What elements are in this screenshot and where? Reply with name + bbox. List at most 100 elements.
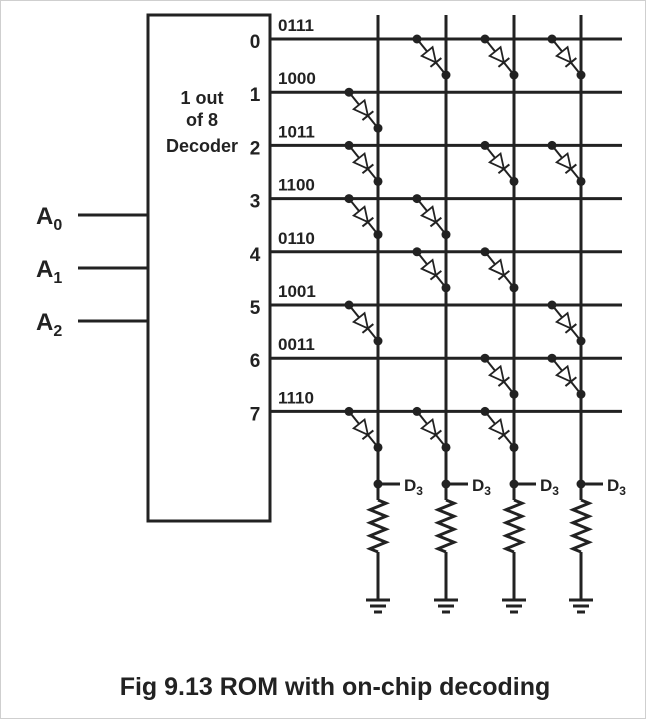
diode-lead [348,304,360,319]
diode-bar [429,429,442,441]
output-label-letter: D [540,476,552,495]
diode-lead [367,115,379,129]
diode-bar [497,376,510,387]
row-number-label: 6 [250,351,261,372]
decoder-label-line-2: of 8 [186,110,218,130]
diode-bar [564,376,577,387]
input-a2-subscript: 2 [53,323,62,340]
output-label: D3 [540,476,559,498]
row-number-label: 2 [250,138,261,159]
row-number-label: 5 [250,298,261,319]
diode-symbol [419,258,438,277]
diode-lead [484,357,496,372]
diode-bar [361,163,374,175]
diode-bar [429,270,442,281]
row-code-label: 1001 [278,282,316,301]
input-a1: A1 [36,256,148,287]
diode-lead [570,381,582,395]
diode-lead [551,357,563,372]
diode-lead [367,327,379,342]
diode-symbol [351,417,370,437]
diode-symbol [487,151,506,171]
diode-lead [435,434,447,449]
output-label-letter: D [472,476,484,495]
diode-lead [367,221,379,236]
figure-caption: Fig 9.13 ROM with on-chip decoding [120,673,551,701]
diode-lead [503,274,515,289]
input-a2-letter: A [36,309,53,336]
diode-lead [416,197,428,212]
diode-symbol [554,311,573,331]
diode-symbol [351,311,370,331]
diode-lead [503,168,515,183]
diode-lead [551,144,563,159]
input-a1-letter: A [36,256,53,283]
svg-text:A0: A0 [36,203,62,234]
diode-bar [497,163,510,175]
diode-bar [361,216,374,228]
diode-lead [484,144,496,159]
pull-down-resistor [366,498,390,554]
diode-bar [564,323,577,334]
diode-bar [564,163,577,175]
diode-lead [435,221,447,236]
diode-lead [484,251,496,265]
row-code-label: 1000 [278,69,316,88]
diode-bar [361,110,374,121]
diode-bar [497,57,510,68]
pull-down-resistor [569,498,593,554]
diode-symbol [554,151,573,171]
diode-lead [503,61,515,76]
diode-lead [435,61,447,76]
diode-bar [497,270,510,281]
diode-lead [570,168,582,183]
row-number-label: 0 [250,32,261,53]
svg-text:A1: A1 [36,256,62,287]
diode-lead [416,251,428,265]
diode-symbol [419,205,438,224]
output-label-letter: D [404,476,416,495]
diode-lead [348,410,360,425]
pull-down-resistor [502,498,526,554]
diode-symbol [351,98,370,118]
input-a0-subscript: 0 [53,217,62,234]
input-a1-subscript: 1 [53,270,62,287]
output-label: D3 [607,476,626,498]
decoder-label-line-3: Decoder [166,136,238,156]
diode-symbol [554,364,573,384]
output-label-subscript: 3 [416,484,423,498]
row-number-label: 3 [250,192,261,213]
diode-bar [361,429,374,441]
diode-lead [367,434,379,449]
diode-lead [503,434,515,449]
diode-lead [416,38,428,53]
diode-lead [570,327,582,342]
row-code-label: 1011 [278,122,315,141]
row-number-label: 1 [250,85,261,106]
pull-down-resistor [434,498,458,554]
input-a2: A2 [36,309,148,340]
row-code-label: 0011 [278,335,315,354]
diode-lead [484,410,496,425]
diode-symbol [351,205,370,224]
row-code-label: 0111 [278,16,314,35]
output-label: D3 [404,476,423,498]
svg-text:A2: A2 [36,309,62,340]
diode-lead [348,144,360,159]
diode-lead [551,304,563,319]
diode-matrix: 0011111000210113110040110510016001171110… [250,15,626,614]
diode-bar [429,57,442,68]
row-code-label: 0110 [278,229,315,248]
diode-bar [361,323,374,334]
output-label-subscript: 3 [552,484,559,498]
input-a0: A0 [36,203,148,234]
diode-bar [429,216,442,228]
row-number-label: 4 [250,245,261,266]
diode-symbol [487,45,506,65]
output-label-letter: D [607,476,619,495]
output-label-subscript: 3 [484,484,491,498]
diode-symbol [487,364,506,384]
